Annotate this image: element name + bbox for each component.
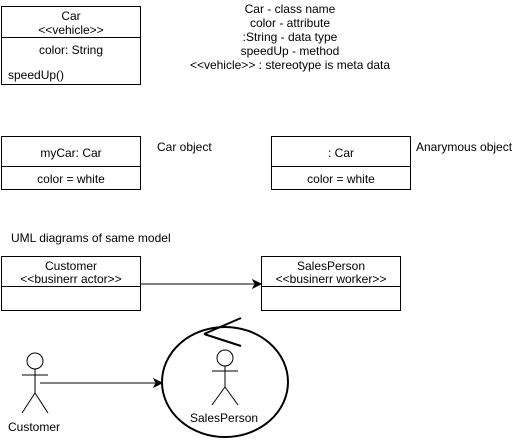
customer-actor-icon[interactable] <box>21 352 49 414</box>
anon-object-divider <box>272 166 410 167</box>
car-class-name: Car <box>61 9 81 23</box>
worker-salesperson-label: SalesPerson <box>190 411 259 425</box>
anon-object-title: : Car <box>327 146 354 160</box>
note-stereotype: <<vehicle>> : stereotype is meta data <box>189 58 391 72</box>
mycar-object-caption: Car object <box>157 140 212 154</box>
anon-object-box[interactable]: : Car color = white <box>271 136 411 190</box>
salesperson-class-stereotype: <<businerr worker>> <box>275 272 387 286</box>
car-class-stereotype: <<vehicle>> <box>38 23 104 37</box>
salesperson-class-divider <box>262 286 400 287</box>
note-data-type: :String - data type <box>242 30 338 44</box>
note-attribute: color - attribute <box>249 16 331 30</box>
mycar-object-divider <box>2 166 140 167</box>
mycar-object-value: color = white <box>37 172 105 186</box>
car-class-attribute: color: String <box>38 43 104 57</box>
customer-class-stereotype: <<businerr actor>> <box>20 272 122 286</box>
car-class-divider-1 <box>2 37 140 38</box>
anon-object-caption: Anarymous object <box>416 140 513 154</box>
anon-object-value: color = white <box>307 172 375 186</box>
customer-class-divider <box>2 286 140 287</box>
actor-customer-label: Customer <box>8 420 61 434</box>
note-method: speedUp - method <box>240 44 340 58</box>
class-association-arrow[interactable] <box>141 278 263 290</box>
note-class-name: Car - class name <box>244 2 336 16</box>
car-class-operation: speedUp() <box>8 68 65 82</box>
customer-class-name: Customer <box>44 259 97 273</box>
mycar-object-box[interactable]: myCar: Car color = white <box>1 136 141 190</box>
uml-heading: UML diagrams of same model <box>11 231 171 245</box>
salesperson-class-box[interactable]: SalesPerson <<businerr worker>> <box>261 256 401 311</box>
car-class-box[interactable]: Car <<vehicle>> color: String speedUp() <box>1 6 141 85</box>
legend-notes: Car - class name color - attribute :Stri… <box>165 2 415 74</box>
mycar-object-title: myCar: Car <box>40 146 102 160</box>
customer-class-box[interactable]: Customer <<businerr actor>> <box>1 256 141 311</box>
salesperson-worker-icon[interactable] <box>161 317 289 438</box>
salesperson-class-name: SalesPerson <box>296 259 366 273</box>
actor-association-arrow[interactable] <box>40 377 164 389</box>
